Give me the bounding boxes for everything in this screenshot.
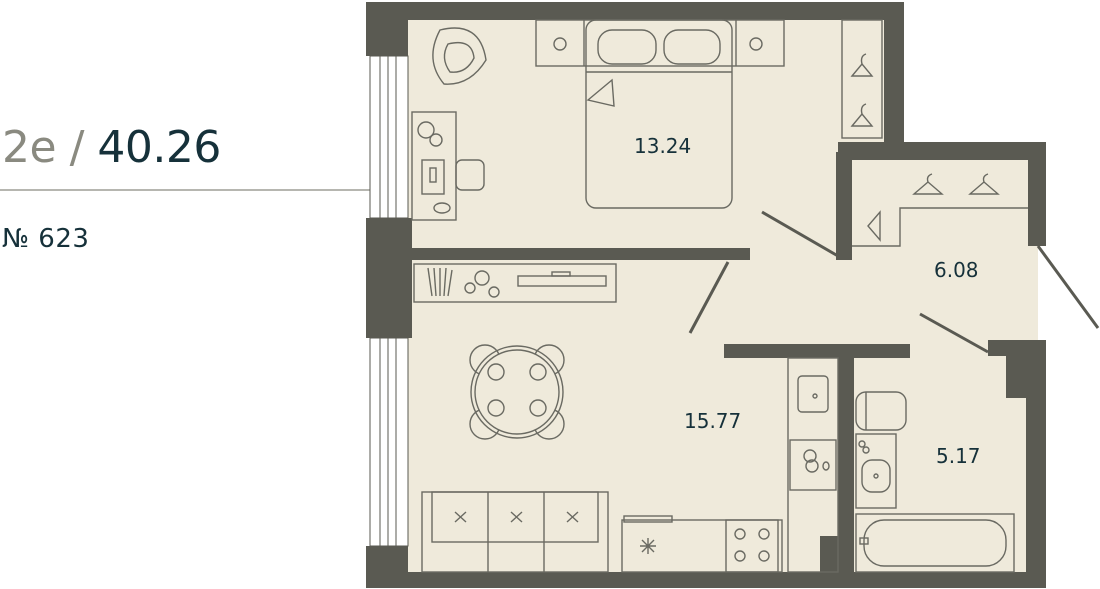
- toilet: [855, 391, 907, 431]
- double-bed: [535, 19, 785, 209]
- room-area-bathroom: 5.17: [936, 444, 981, 468]
- doors: [688, 210, 1100, 354]
- wall-segment: [408, 2, 904, 20]
- title-separator: /: [69, 122, 85, 173]
- wall-segment: [366, 218, 412, 338]
- window-bedroom: [369, 55, 409, 219]
- dining-table: [469, 344, 565, 440]
- bathtub: [855, 513, 1015, 573]
- washbasin: [855, 433, 897, 509]
- wall-segment: [408, 248, 750, 260]
- walls: [366, 2, 1046, 588]
- room-area-kitchen-living: 15.77: [684, 409, 741, 433]
- room-area-bedroom: 13.24: [634, 134, 691, 158]
- wall-segment: [820, 536, 842, 576]
- desk: [411, 111, 485, 221]
- furniture: [411, 19, 1028, 573]
- wall-segment: [838, 142, 1046, 160]
- wall-segment: [836, 152, 852, 260]
- wall-segment: [724, 344, 910, 358]
- apartment-area: 40.26: [97, 122, 221, 173]
- door-bathroom: [919, 312, 989, 354]
- windows: [369, 55, 409, 547]
- wardrobe-bedroom: [841, 19, 883, 139]
- wardrobe-hall: [852, 173, 1028, 247]
- apartment-title: 2е / 40.26: [2, 118, 221, 178]
- window-living: [369, 337, 409, 547]
- wall-segment: [838, 352, 854, 574]
- floor-fills: [408, 18, 1040, 574]
- wall-segment: [1028, 142, 1046, 246]
- shelf-unit: [413, 263, 617, 303]
- kitchen-sink: [787, 357, 839, 573]
- apartment-type: 2е: [2, 122, 57, 173]
- armchair: [432, 27, 487, 85]
- wall-segment: [366, 2, 408, 56]
- room-area-hall: 6.08: [934, 258, 979, 282]
- door-living: [688, 261, 730, 334]
- kitchen-counter: [621, 515, 783, 573]
- wall-segment: [884, 2, 904, 142]
- sofa: [421, 491, 609, 573]
- apartment-number: № 623: [2, 224, 90, 254]
- wall-segment: [1006, 340, 1046, 586]
- bedroom-floor: [408, 18, 884, 250]
- door-entrance: [1036, 245, 1100, 329]
- door-bedroom: [761, 210, 839, 258]
- wall-segment: [366, 572, 1046, 588]
